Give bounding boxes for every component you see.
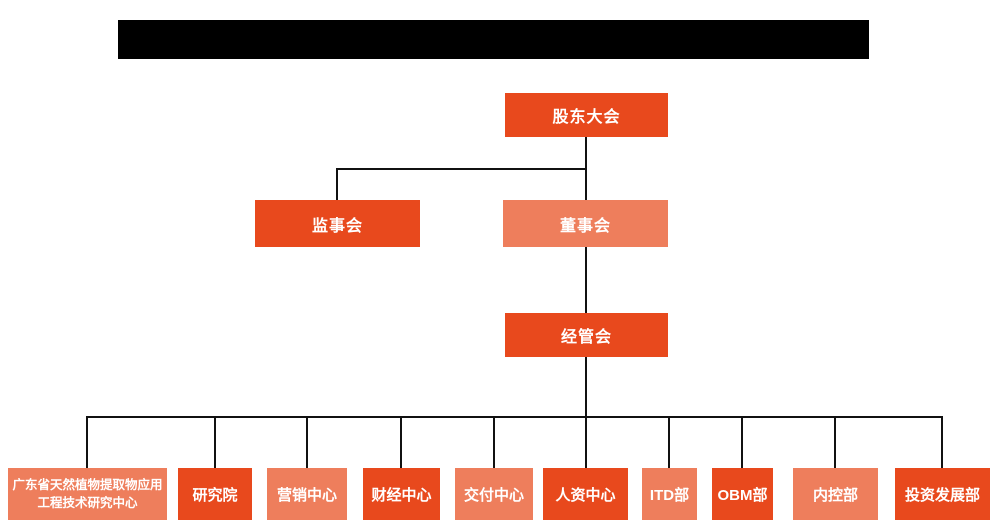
org-node-department-hr-center: 人资中心 [543,468,628,520]
org-node-supervisory-board: 监事会 [255,200,420,247]
connector-drop-department-1 [214,416,216,468]
org-node-department-itd: ITD部 [642,468,697,520]
connector-drop-department-6 [668,416,670,468]
org-node-department-marketing-center: 营销中心 [267,468,347,520]
connector-drop-department-7 [741,416,743,468]
org-node-board-of-directors: 董事会 [503,200,668,247]
org-node-department-investment-development: 投资发展部 [895,468,990,520]
org-node-department-delivery-center: 交付中心 [455,468,533,520]
org-node-department-research-institute: 研究院 [178,468,252,520]
connector-drop-department-9 [941,416,943,468]
connector-departments-horizontal [87,416,943,418]
connector-level2-horizontal [336,168,587,170]
org-node-department-internal-control: 内控部 [793,468,878,520]
org-node-shareholders-meeting: 股东大会 [505,93,668,137]
connector-management-down [585,357,587,468]
org-node-management-committee: 经管会 [505,313,668,357]
connector-drop-supervisory-board [336,168,338,200]
org-node-department-obm: OBM部 [712,468,773,520]
org-node-department-research-center: 广东省天然植物提取物应用工程技术研究中心 [8,468,167,520]
connector-drop-department-4 [493,416,495,468]
connector-drop-department-8 [834,416,836,468]
connector-drop-department-2 [306,416,308,468]
connector-directors-to-management [585,247,587,313]
redacted-title-bar [118,20,869,59]
org-node-department-finance-center: 财经中心 [363,468,440,520]
connector-drop-department-0 [86,416,88,468]
connector-drop-department-3 [400,416,402,468]
